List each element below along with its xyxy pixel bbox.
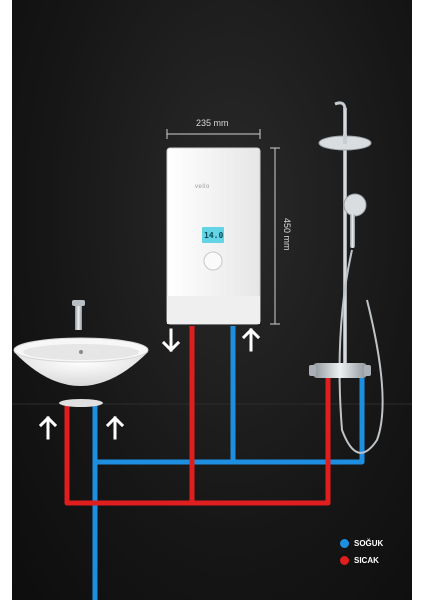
cold-water-pipes xyxy=(92,326,365,600)
legend: SOĞUK SICAK xyxy=(340,536,412,570)
arrow-up-icon xyxy=(241,327,261,352)
diagram-svg: vello 14.0 235 mm 450 mm xyxy=(12,101,412,600)
width-dimension-label: 235 mm xyxy=(196,118,229,128)
shower-rail xyxy=(343,108,347,378)
height-dimension-label: 450 mm xyxy=(282,218,292,251)
cold-pipe-main xyxy=(92,378,365,600)
cold-dot-icon xyxy=(340,538,349,548)
heater-knob xyxy=(203,251,223,271)
heater-display-reading: 14.0 xyxy=(204,231,223,240)
height-dimension xyxy=(270,147,280,325)
legend-label-cold: SOĞUK xyxy=(354,538,384,548)
heater-brand: vello xyxy=(195,184,210,190)
shower-mixer xyxy=(313,363,367,378)
width-dimension xyxy=(166,129,261,139)
hot-pipe-main xyxy=(64,378,331,506)
sink xyxy=(13,300,149,407)
hand-shower-handle xyxy=(350,214,355,248)
hot-water-pipes xyxy=(64,326,331,506)
installation-diagram: vello 14.0 235 mm 450 mm xyxy=(12,0,412,600)
legend-label-hot: SICAK xyxy=(354,555,379,565)
hot-dot-icon xyxy=(340,555,349,565)
legend-item-cold: SOĞUK xyxy=(340,536,412,550)
arrow-up-icon xyxy=(105,415,125,440)
arrow-up-icon xyxy=(38,415,58,440)
hand-shower-head xyxy=(343,193,367,217)
arrow-down-icon xyxy=(161,328,181,353)
shower-hose xyxy=(338,249,384,454)
water-heater: vello 14.0 xyxy=(166,147,261,325)
heater-display xyxy=(202,227,224,243)
legend-item-hot: SICAK xyxy=(340,553,412,567)
shower-set xyxy=(309,101,384,454)
